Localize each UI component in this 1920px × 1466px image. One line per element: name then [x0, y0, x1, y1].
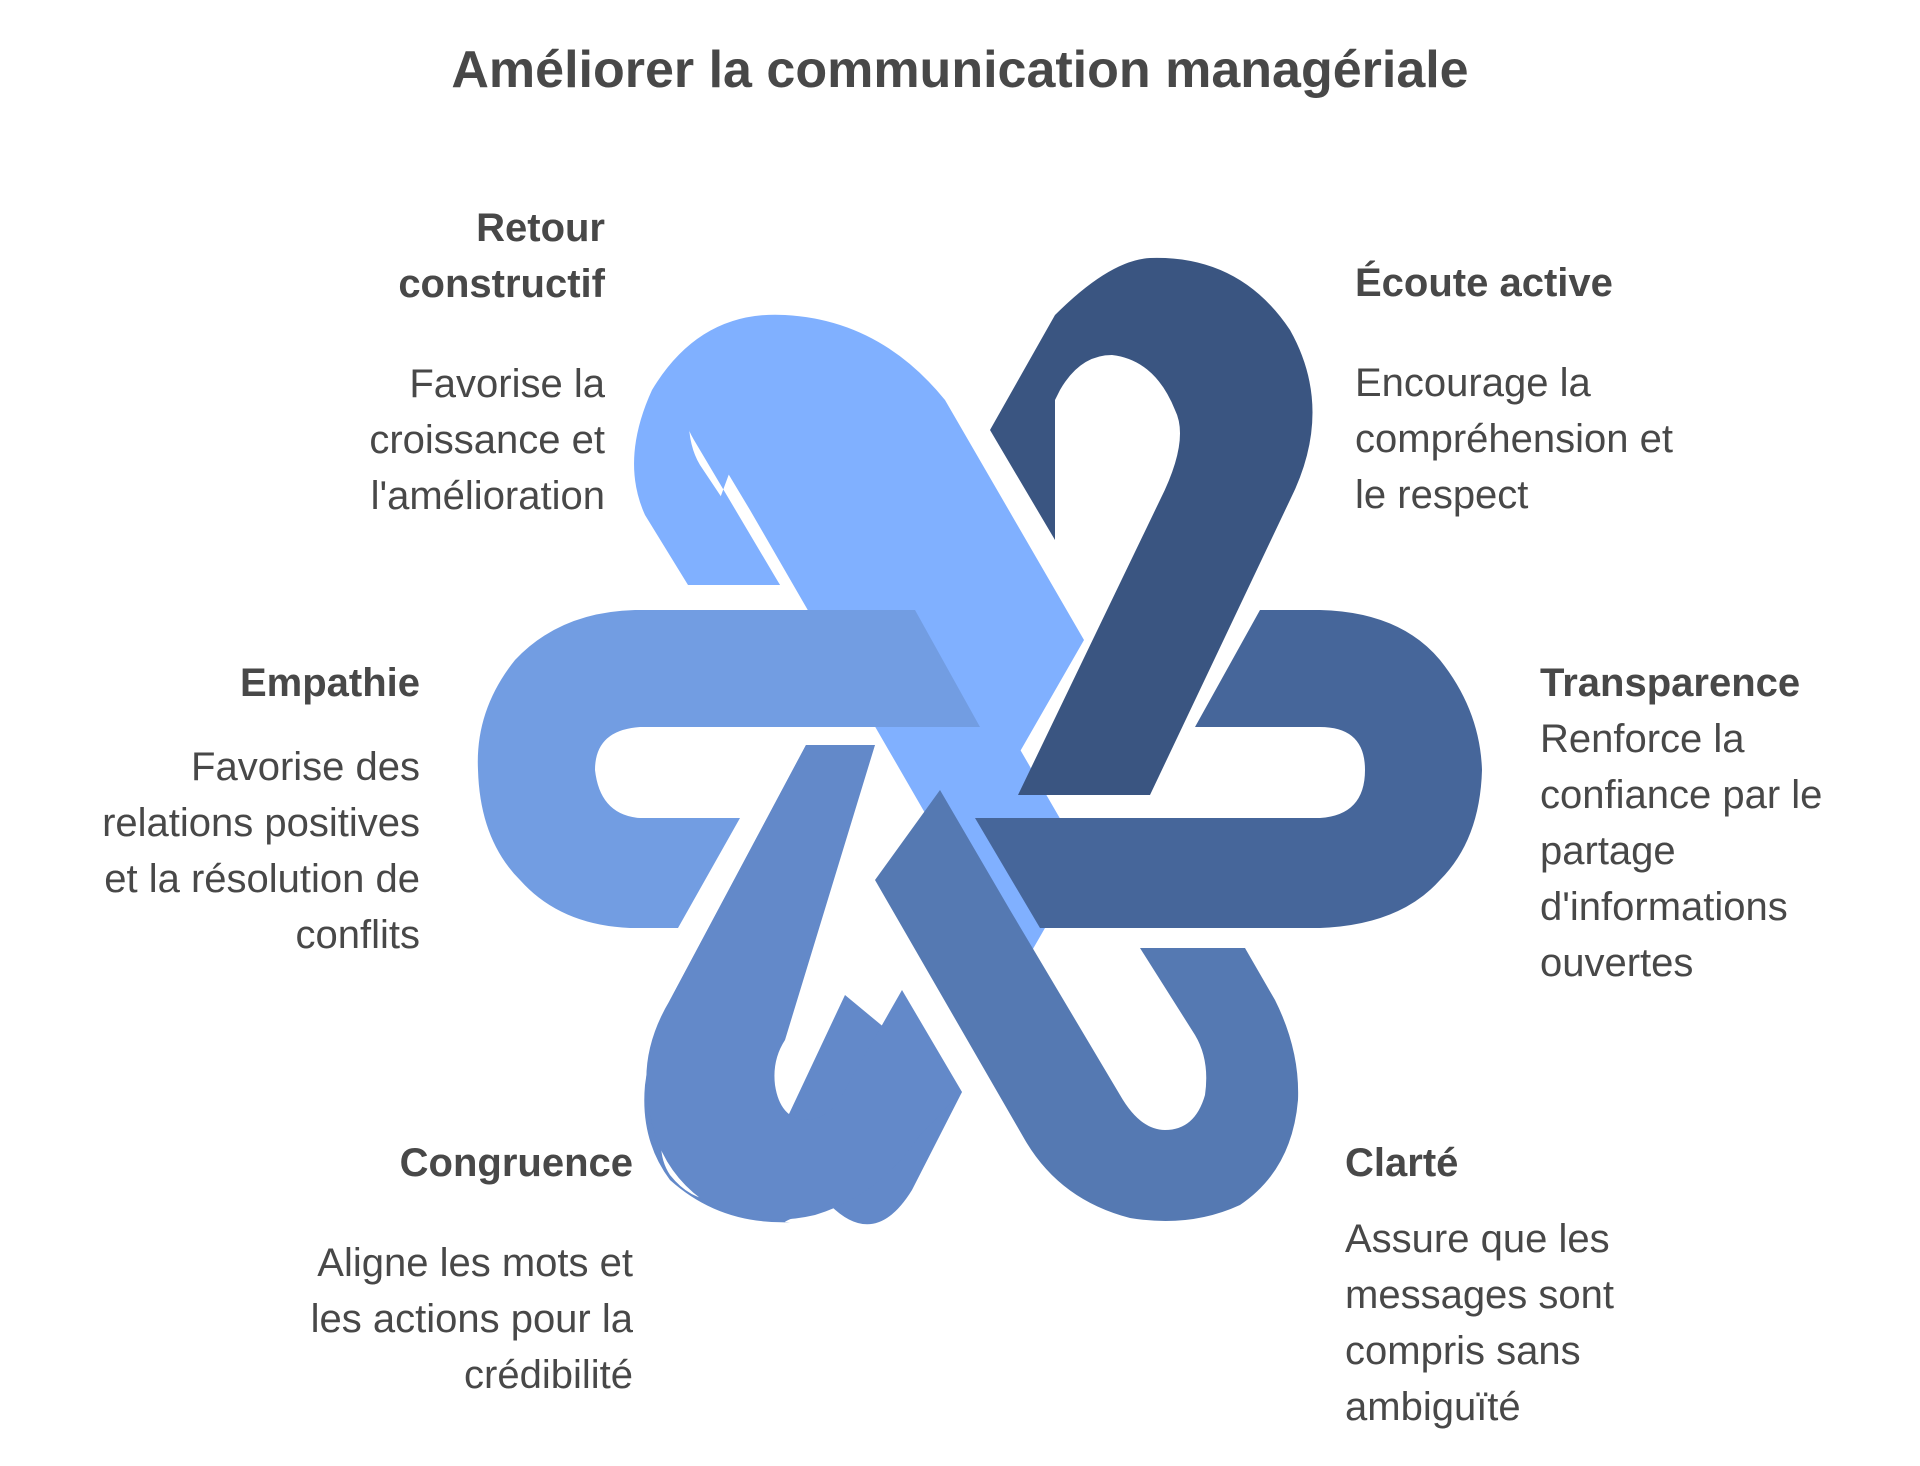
title-line: constructif	[398, 262, 605, 306]
title-line: Clarté	[1345, 1141, 1459, 1185]
item-title: Transparence	[1540, 655, 1920, 711]
item-congruence: Congruence Aligne les mots et les action…	[230, 1135, 633, 1403]
item-description: Favorise des relations positives et la r…	[20, 739, 420, 963]
desc-line: le respect	[1355, 473, 1529, 517]
desc-line: Aligne les mots et	[317, 1241, 633, 1285]
desc-line: ouvertes	[1540, 941, 1694, 985]
item-ecoute-active: Écoute active Encourage la compréhension…	[1355, 255, 1775, 523]
item-title: Clarté	[1345, 1135, 1745, 1191]
diagram-title: Améliorer la communication managériale	[451, 41, 1469, 99]
item-description: Assure que les messages sont compris san…	[1345, 1211, 1745, 1435]
item-empathie: Empathie Favorise des relations positive…	[20, 655, 420, 963]
desc-line: conflits	[295, 913, 421, 957]
desc-line: compréhension et	[1355, 417, 1673, 461]
title-line: Transparence	[1540, 661, 1801, 705]
item-clarte: Clarté Assure que les messages sont comp…	[1345, 1135, 1745, 1435]
item-title: Écoute active	[1355, 255, 1775, 311]
desc-line: croissance et	[369, 418, 605, 462]
desc-line: les actions pour la	[310, 1297, 633, 1341]
title-line: Empathie	[239, 661, 420, 705]
loop-congruence	[644, 745, 962, 1225]
desc-line: messages sont	[1345, 1273, 1615, 1317]
desc-line: d'informations	[1540, 885, 1788, 929]
desc-line: compris sans	[1345, 1329, 1581, 1373]
item-description: Encourage la compréhension et le respect	[1355, 355, 1775, 523]
item-title: Retour constructif	[300, 200, 605, 312]
item-retour-constructif: Retour constructif Favorise la croissanc…	[300, 200, 605, 524]
item-description: Renforce la confiance par le partage d'i…	[1540, 711, 1920, 991]
loop-empathie	[477, 610, 980, 928]
item-title: Congruence	[230, 1135, 633, 1191]
loop-transparence	[975, 610, 1482, 928]
desc-line: confiance par le	[1540, 773, 1823, 817]
desc-line: relations positives	[102, 801, 420, 845]
title-line: Congruence	[399, 1141, 633, 1185]
desc-line: partage	[1540, 829, 1676, 873]
desc-line: et la résolution de	[104, 857, 420, 901]
desc-line: crédibilité	[464, 1353, 633, 1397]
loop-clarte	[875, 790, 1299, 1222]
desc-line: Encourage la	[1355, 361, 1591, 405]
desc-line: Renforce la	[1540, 717, 1745, 761]
desc-line: Favorise la	[409, 362, 605, 406]
item-description: Aligne les mots et les actions pour la c…	[230, 1235, 633, 1403]
desc-line: Favorise des	[191, 745, 420, 789]
item-description: Favorise la croissance et l'amélioration	[300, 356, 605, 524]
desc-line: ambiguïté	[1345, 1385, 1521, 1429]
desc-line: Assure que les	[1345, 1217, 1610, 1261]
desc-line: l'amélioration	[370, 474, 605, 518]
loop-ecoute-active	[990, 257, 1313, 795]
item-title: Empathie	[20, 655, 420, 711]
title-line: Écoute active	[1355, 261, 1613, 305]
title-line: Retour	[476, 206, 605, 250]
item-transparence: Transparence Renforce la confiance par l…	[1540, 655, 1920, 991]
